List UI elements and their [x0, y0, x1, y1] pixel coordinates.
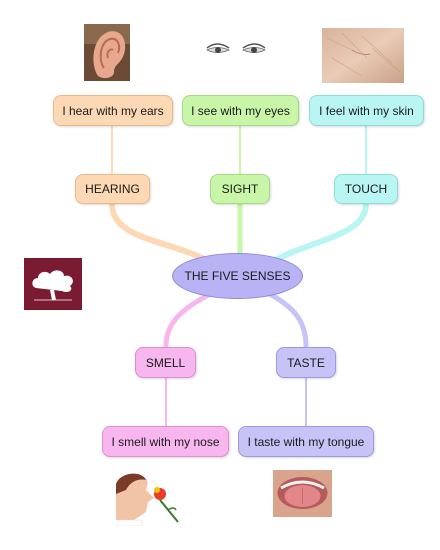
sight-sentence-text: I see with my eyes [191, 103, 290, 118]
sight-sentence-node: I see with my eyes [182, 95, 299, 126]
center-label: THE FIVE SENSES [184, 269, 291, 283]
taste-sentence-node: I taste with my tongue [238, 426, 374, 457]
taste-label: TASTE [287, 355, 325, 370]
touch-sentence-node: I feel with my skin [309, 95, 424, 126]
hearing-node: HEARING [75, 174, 150, 204]
smell-sentence-text: I smell with my nose [111, 434, 220, 449]
connector-smell-center [163, 290, 215, 349]
santo-domingo-tree-logo [24, 258, 82, 310]
hearing-sentence-text: I hear with my ears [62, 103, 164, 118]
smell-sentence-node: I smell with my nose [102, 426, 229, 457]
connector-hearing-center [109, 201, 213, 265]
hearing-sentence-node: I hear with my ears [53, 95, 173, 126]
connector-taste-center [265, 290, 309, 349]
smell-label: SMELL [145, 355, 186, 370]
hearing-label: HEARING [85, 182, 140, 196]
eyes-icon [205, 40, 267, 60]
touch-label: TOUCH [344, 182, 388, 196]
skin-icon [322, 28, 404, 83]
touch-sentence-text: I feel with my skin [319, 103, 414, 118]
touch-node: TOUCH [334, 174, 398, 204]
connector-touch-center [269, 201, 369, 265]
sight-label: SIGHT [221, 182, 259, 196]
taste-sentence-text: I taste with my tongue [247, 434, 365, 449]
smell-node: SMELL [135, 347, 196, 378]
center-node: THE FIVE SENSES [172, 253, 303, 299]
sight-node: SIGHT [210, 174, 270, 204]
tongue-icon [273, 470, 332, 517]
taste-node: TASTE [276, 347, 336, 378]
ear-icon [84, 24, 130, 81]
nose-flower-icon [112, 470, 190, 526]
